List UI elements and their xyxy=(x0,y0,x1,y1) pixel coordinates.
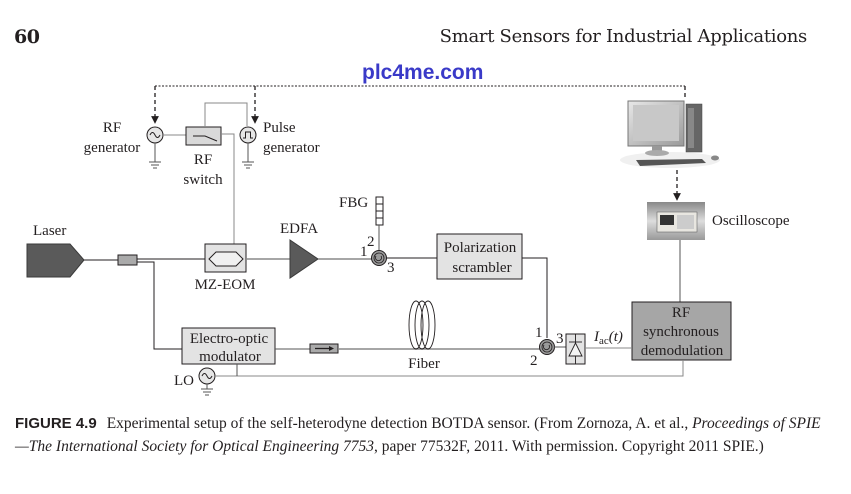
circulator-icon xyxy=(371,250,387,266)
mz-eom xyxy=(204,243,247,273)
control-bus xyxy=(151,85,686,201)
oscilloscope-icon xyxy=(647,202,705,240)
circulator1-port1: 1 xyxy=(360,244,368,260)
edfa-amplifier xyxy=(289,239,319,279)
rf-synchronous-demodulation xyxy=(631,301,732,361)
switch-icon xyxy=(193,135,218,142)
fiber-label: Fiber xyxy=(408,356,440,372)
oscilloscope-label: Oscilloscope xyxy=(712,213,790,229)
rf-demod-label: demodulation xyxy=(641,343,724,359)
pulse-source-icon xyxy=(243,131,253,139)
circulator1-port2: 2 xyxy=(367,234,375,250)
ground-icon xyxy=(149,143,161,169)
coupler xyxy=(117,254,138,266)
caption-journal: Proceedings of SPIE—The International So… xyxy=(15,415,821,455)
pulse-generator-label: generator xyxy=(263,140,320,156)
running-title: Smart Sensors for Industrial Application… xyxy=(439,26,808,47)
rf-switch xyxy=(185,126,222,146)
fiber-coil-icon xyxy=(408,300,436,350)
polarization-scrambler-label: Polarization xyxy=(444,240,517,256)
polarization-scrambler-label: scrambler xyxy=(452,260,511,276)
pulse-generator xyxy=(239,126,257,169)
sine-source-icon xyxy=(201,373,213,379)
rf-generator-label: RF xyxy=(103,120,121,136)
circulator-icon xyxy=(539,339,555,355)
laser-label: Laser xyxy=(33,223,66,239)
computer-icon xyxy=(620,100,720,168)
pulse-generator-label: Pulse xyxy=(263,120,296,136)
figure-caption: FIGURE 4.9 Experimental setup of the self… xyxy=(15,412,825,458)
watermark: plc4me.com xyxy=(362,61,484,84)
rf-switch-label: switch xyxy=(183,172,223,188)
figure-label: FIGURE 4.9 xyxy=(15,415,97,432)
rf-generator-label: generator xyxy=(84,140,141,156)
caption-text-end: , paper 77532F, 2011. With permission. C… xyxy=(374,438,764,455)
rf-generator xyxy=(146,126,164,169)
fbg-label: FBG xyxy=(339,195,368,211)
polarization-scrambler xyxy=(436,233,523,280)
laser-source xyxy=(26,243,85,278)
eo-modulator-label: modulator xyxy=(199,349,261,365)
rf-switch-label: RF xyxy=(194,152,212,168)
iac-label: Iac(t) xyxy=(593,329,623,347)
ground-icon xyxy=(201,384,213,396)
sine-source-icon xyxy=(149,132,161,138)
page-number: 60 xyxy=(14,26,40,48)
lo-source xyxy=(198,367,216,396)
rf-demod-label: RF xyxy=(672,305,690,321)
circulator2-port1: 1 xyxy=(535,325,543,341)
eo-modulator-label: Electro-optic xyxy=(190,331,269,347)
caption-text: Experimental setup of the self-heterodyn… xyxy=(106,415,693,432)
circulator1-port3: 3 xyxy=(387,260,395,276)
ground-icon xyxy=(242,143,254,169)
fbg-grating xyxy=(375,196,384,226)
setup-diagram: RF generator RF switch Pulse generator L… xyxy=(26,85,790,396)
mz-eom-label: MZ-EOM xyxy=(195,277,256,293)
electro-optic-modulator xyxy=(181,327,276,365)
rf-demod-label: synchronous xyxy=(643,324,719,340)
isolator-icon xyxy=(309,343,339,354)
edfa-label: EDFA xyxy=(280,221,318,237)
lo-label: LO xyxy=(174,373,194,389)
photodiode-icon xyxy=(565,333,586,365)
circulator2-port2: 2 xyxy=(530,353,538,369)
circulator2-port3: 3 xyxy=(556,331,564,347)
